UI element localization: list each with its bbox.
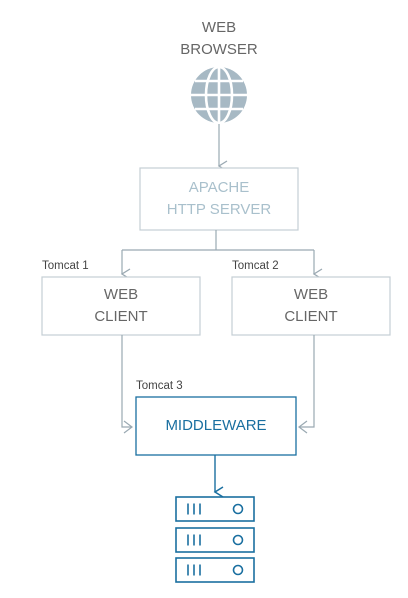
apache-label: APACHE HTTP SERVER bbox=[140, 168, 298, 230]
globe-icon bbox=[191, 65, 247, 125]
tomcat-3-caption: Tomcat 3 bbox=[136, 380, 183, 392]
middleware-label: MIDDLEWARE bbox=[136, 397, 296, 455]
apache-label-line1: APACHE bbox=[188, 179, 250, 196]
server-unit-3 bbox=[175, 557, 255, 583]
web-browser-label-line2: BROWSER bbox=[180, 41, 258, 58]
web-client-2-label: WEB CLIENT bbox=[232, 277, 390, 335]
server-unit-2 bbox=[175, 527, 255, 553]
web-client-2-box bbox=[231, 276, 391, 336]
apache-http-server-box bbox=[139, 167, 299, 231]
web-client-1-box bbox=[41, 276, 201, 336]
apache-label-line2: HTTP SERVER bbox=[166, 201, 272, 218]
web-browser-label: WEB BROWSER bbox=[159, 17, 279, 61]
server-unit-1 bbox=[175, 496, 255, 522]
server-rack-icon bbox=[175, 496, 255, 583]
tomcat-2-caption: Tomcat 2 bbox=[232, 260, 279, 272]
clients-to-middleware-connector bbox=[121, 335, 315, 434]
web-client-1-label-line2: CLIENT bbox=[94, 308, 148, 325]
web-client-1-label-line1: WEB bbox=[103, 286, 139, 303]
middleware-box bbox=[135, 396, 297, 456]
web-client-2-label-line1: WEB bbox=[293, 286, 329, 303]
middleware-label-text: MIDDLEWARE bbox=[165, 417, 267, 434]
apache-to-clients-connector bbox=[120, 230, 323, 280]
web-client-2-label-line2: CLIENT bbox=[284, 308, 338, 325]
web-browser-label-line1: WEB bbox=[201, 19, 237, 36]
web-client-1-label: WEB CLIENT bbox=[42, 277, 200, 335]
tomcat-1-caption: Tomcat 1 bbox=[42, 260, 89, 272]
